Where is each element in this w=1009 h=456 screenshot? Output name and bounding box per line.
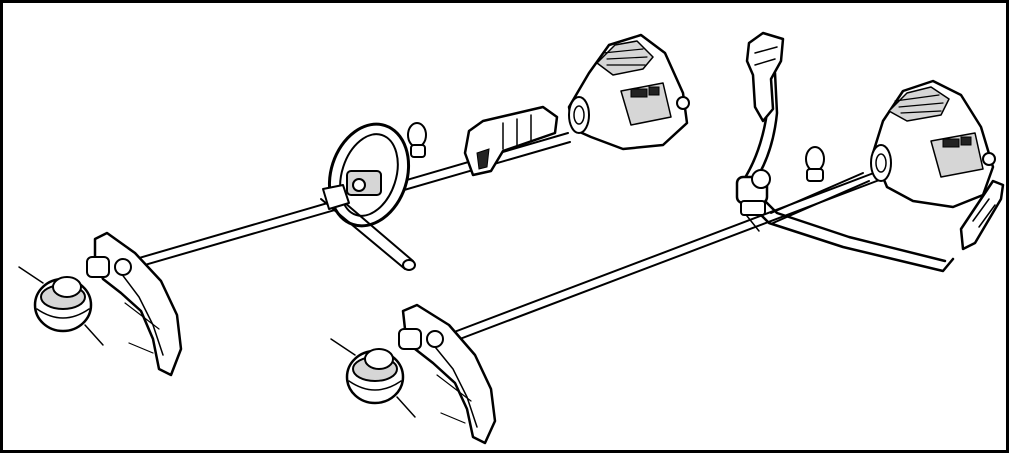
trimmers-illustration [18, 31, 1005, 445]
right-handlebar [735, 31, 1005, 273]
left-engine [567, 33, 690, 151]
left-cutting-head [18, 231, 183, 377]
right-strap-ring [805, 146, 825, 182]
bike-handle-trimmer [330, 31, 1005, 445]
left-rear-grip [463, 105, 559, 177]
left-loop-handle [327, 122, 411, 228]
left-strap-ring [407, 122, 427, 158]
right-cutting-head [330, 303, 497, 445]
right-drive-shaft [440, 170, 883, 346]
left-support-leg [320, 184, 416, 271]
loop-handle-trimmer [18, 33, 690, 377]
right-engine [870, 79, 996, 209]
